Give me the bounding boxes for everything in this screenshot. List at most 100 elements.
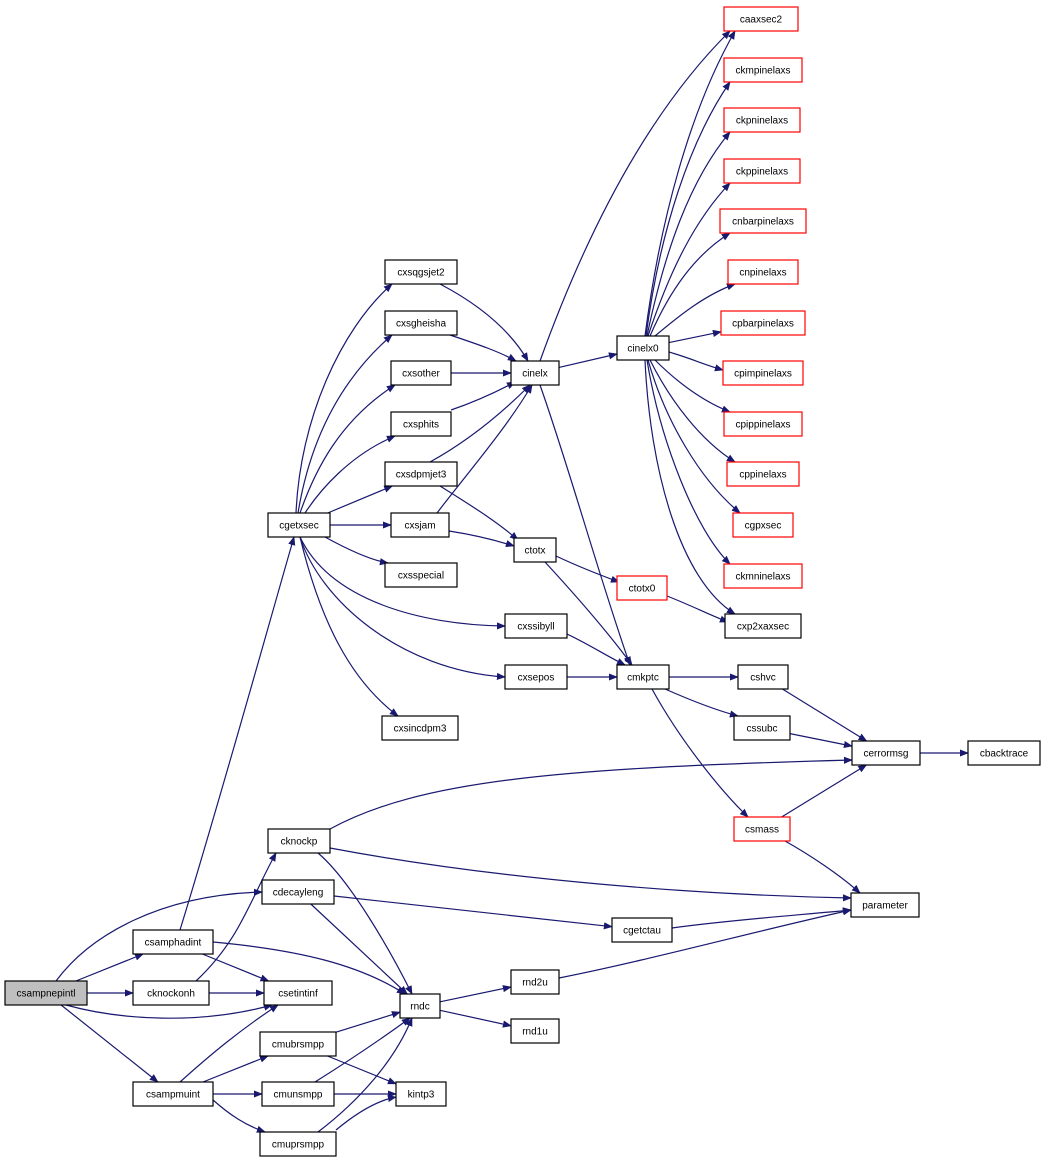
node-cpimpinelaxs[interactable]: cpimpinelaxs — [722, 360, 804, 386]
edge-cmuprsmpp-to-kintp3 — [335, 1094, 397, 1131]
node-caaxsec2[interactable]: caaxsec2 — [723, 6, 799, 32]
node-label: cxsdpmjet3 — [396, 470, 447, 481]
node-cxsdpmjet3[interactable]: cxsdpmjet3 — [384, 461, 458, 487]
node-box — [261, 879, 335, 905]
node-box — [724, 613, 802, 639]
node-label: cpippinelaxs — [735, 420, 790, 431]
node-csetintinf[interactable]: csetintinf — [263, 980, 333, 1006]
node-cmkptc[interactable]: cmkptc — [616, 664, 670, 690]
node-cxsqgsjet2[interactable]: cxsqgsjet2 — [384, 259, 458, 285]
node-cnpinelaxs[interactable]: cnpinelaxs — [727, 259, 799, 285]
node-rnd1u[interactable]: rnd1u — [510, 1018, 560, 1044]
node-box — [611, 917, 673, 943]
node-box — [132, 929, 214, 955]
edge-cxsjam-to-cinelx — [436, 384, 533, 514]
node-cmubrsmpp[interactable]: cmubrsmpp — [259, 1031, 337, 1057]
node-ckpninelaxs[interactable]: ckpninelaxs — [723, 107, 801, 133]
node-box — [132, 980, 210, 1006]
node-label: cxsepos — [518, 673, 555, 684]
edge-cshvc-to-cerrormsg — [782, 688, 868, 742]
node-label: caaxsec2 — [740, 15, 783, 26]
node-label: cpimpinelaxs — [734, 369, 792, 380]
node-label: rnd2u — [522, 978, 548, 989]
edge-cgetxsec-to-cxsincdpm3 — [299, 536, 399, 717]
node-rnd2u[interactable]: rnd2u — [510, 969, 560, 995]
node-cpippinelaxs[interactable]: cpippinelaxs — [723, 411, 803, 437]
node-cshvc[interactable]: cshvc — [737, 664, 789, 690]
node-cxsgheisha[interactable]: cxsgheisha — [384, 310, 458, 336]
edge-cxsdpmjet3-to-cinelx — [429, 384, 531, 463]
node-cmuprsmpp[interactable]: cmuprsmpp — [259, 1131, 337, 1157]
node-cbacktrace[interactable]: cbacktrace — [967, 740, 1041, 766]
node-cssubc[interactable]: cssubc — [733, 715, 791, 741]
node-box — [723, 6, 799, 32]
node-rndc[interactable]: rndc — [399, 993, 441, 1019]
node-ckppinelaxs[interactable]: ckppinelaxs — [723, 158, 801, 184]
node-box — [395, 1081, 447, 1107]
node-label: ctotx — [524, 546, 545, 557]
edge-cinelx0-to-cgpxsec — [647, 359, 741, 514]
node-label: csampmuint — [146, 1090, 200, 1101]
node-parameter[interactable]: parameter — [850, 892, 920, 918]
node-cgetxsec[interactable]: cgetxsec — [267, 512, 331, 538]
edge-cmunsmpp-to-rndc — [314, 1017, 411, 1083]
edge-cinelx-to-caaxsec2 — [539, 30, 731, 362]
node-csmass[interactable]: csmass — [733, 816, 791, 842]
node-csamphadint[interactable]: csamphadint — [132, 929, 214, 955]
node-csampmuint[interactable]: csampmuint — [132, 1081, 214, 1107]
node-box — [261, 1081, 335, 1107]
edge-cgetxsec-to-cxsother — [299, 384, 396, 514]
node-cdecayleng[interactable]: cdecayleng — [261, 879, 335, 905]
node-cxsincdpm3[interactable]: cxsincdpm3 — [381, 715, 459, 741]
node-cxsother[interactable]: cxsother — [390, 360, 452, 386]
node-ctotx0[interactable]: ctotx0 — [616, 575, 668, 601]
node-box — [967, 740, 1041, 766]
node-box — [513, 537, 557, 563]
edge-cgetxsec-to-cxsspecial — [324, 536, 389, 566]
node-cxsepos[interactable]: cxsepos — [504, 664, 568, 690]
node-cpbarpinelaxs[interactable]: cpbarpinelaxs — [720, 310, 806, 336]
node-cxsjam[interactable]: cxsjam — [390, 512, 450, 538]
node-label: cinelx — [522, 369, 548, 380]
node-box — [726, 461, 800, 487]
node-cxsspecial[interactable]: cxsspecial — [384, 562, 458, 588]
node-label: cshvc — [750, 673, 776, 684]
node-cnbarpinelaxs[interactable]: cnbarpinelaxs — [719, 208, 807, 234]
node-cknockp[interactable]: cknockp — [267, 828, 331, 854]
node-ckmpinelaxs[interactable]: ckmpinelaxs — [723, 57, 803, 83]
node-box — [267, 828, 331, 854]
edge-rndc-to-rnd2u — [439, 985, 512, 1003]
node-label: ckmninelaxs — [735, 572, 790, 583]
node-cxssibyll[interactable]: cxssibyll — [504, 613, 568, 639]
edge-cinelx0-to-ckpninelaxs — [646, 131, 731, 337]
edge-cgetxsec-to-cxsdpmjet3 — [327, 485, 394, 514]
edge-cxssibyll-to-cmkptc — [566, 633, 626, 666]
edge-cinelx0-to-cpbarpinelaxs — [668, 329, 722, 344]
node-box — [132, 1081, 214, 1107]
node-cmunsmpp[interactable]: cmunsmpp — [261, 1081, 335, 1107]
node-ckmninelaxs[interactable]: ckmninelaxs — [723, 563, 803, 589]
edge-csampnepintl-to-csetintinf — [65, 1003, 273, 1019]
edge-rnd2u-to-parameter — [558, 908, 852, 979]
node-cxsphits[interactable]: cxsphits — [390, 411, 452, 437]
node-cgpxsec[interactable]: cgpxsec — [732, 512, 794, 538]
edge-cinelx0-to-ckmpinelaxs — [645, 81, 731, 337]
node-csampnepintl[interactable]: csampnepintl — [4, 980, 88, 1006]
node-cinelx[interactable]: cinelx — [510, 360, 560, 386]
node-cknockonh[interactable]: cknockonh — [132, 980, 210, 1006]
node-label: cxsjam — [404, 521, 435, 532]
edge-cinelx0-to-cnbarpinelaxs — [649, 232, 731, 337]
node-cppinelaxs[interactable]: cppinelaxs — [726, 461, 800, 487]
node-cxp2xaxsec[interactable]: cxp2xaxsec — [724, 613, 802, 639]
node-ctotx[interactable]: ctotx — [513, 537, 557, 563]
edge-cknockonh-to-cknockp — [195, 852, 277, 982]
node-label: parameter — [862, 901, 908, 912]
node-cerrormsg[interactable]: cerrormsg — [851, 740, 921, 766]
node-cinelx0[interactable]: cinelx0 — [616, 335, 670, 361]
edge-cxsdpmjet3-to-ctotx — [439, 485, 519, 541]
node-kintp3[interactable]: kintp3 — [395, 1081, 447, 1107]
edge-cinelx-to-cmkptc — [539, 384, 631, 666]
node-box — [259, 1131, 337, 1157]
node-cgetctau[interactable]: cgetctau — [611, 917, 673, 943]
